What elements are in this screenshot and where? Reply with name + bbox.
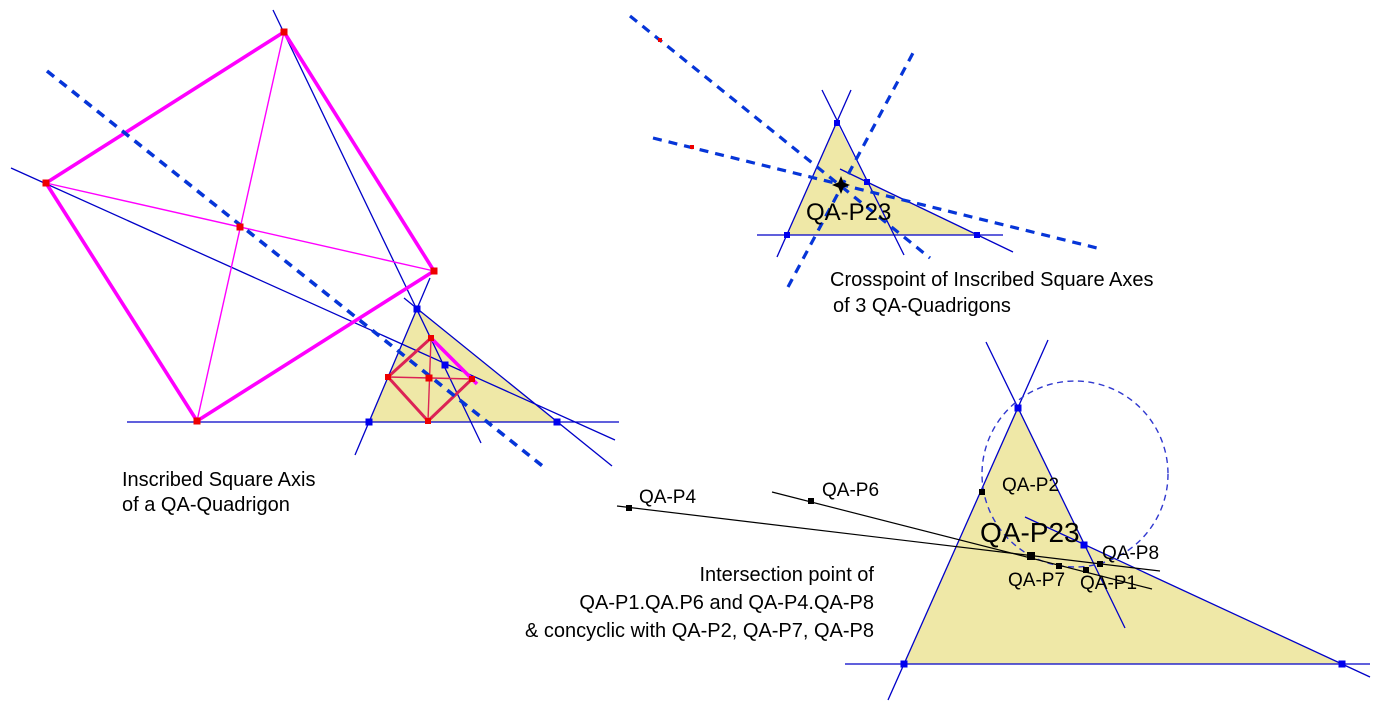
fig3-triangle-steep-side [985, 341, 1126, 629]
fig3-qa-p7-label: QA-P7 [1008, 570, 1065, 591]
fig3-caption-line1: Intersection point of [699, 564, 874, 586]
fig2-vertex-point [864, 179, 870, 185]
fig2-side-line [776, 89, 852, 258]
fig1-inscribed-square-side [426, 377, 474, 423]
fig1-inscribed-square-side [386, 375, 430, 423]
fig2-small-red-point [690, 145, 694, 149]
fig2-qa-p23-label: QA-P23 [806, 199, 891, 226]
fig3-caption-line2: QA-P1.QA.P6 and QA-P4.QA-P8 [579, 592, 874, 614]
fig3-line-qa-p4-qa-p8 [616, 505, 1161, 572]
fig3-caption-line3: & concyclic with QA-P2, QA-P7, QA-P8 [525, 620, 874, 642]
fig2-yellow-quadrigon [787, 123, 977, 235]
fig1-yellow-triangle [369, 309, 557, 422]
fig1-square-vertex-point [469, 376, 475, 382]
fig2-qa-p23-star-point [832, 176, 850, 194]
fig2-vertex-point [974, 232, 980, 238]
fig2-inscribed-square-axis-dashed [628, 14, 932, 260]
fig2-caption-line2: of 3 QA-Quadrigons [833, 295, 1011, 317]
fig3-qa-p2-point [979, 489, 985, 495]
fig3-bend-point [1080, 541, 1088, 549]
fig1-quadrigon-side [282, 31, 436, 272]
fig1-line-through-left-vertex [10, 167, 616, 441]
fig1-triangle-apex-point [413, 305, 421, 313]
fig2-vertex-point [834, 120, 840, 126]
fig2-small-red-point [658, 38, 662, 42]
fig1-quadrigon-vertex-point [280, 28, 288, 36]
fig2-inscribed-square-axis-dashed [786, 52, 915, 288]
fig1-caption-line1: Inscribed Square Axis [122, 469, 315, 491]
fig3-apex-point [1014, 404, 1022, 412]
fig1-line-intersection-point [441, 361, 449, 369]
fig3-qa-p1-label: QA-P1 [1080, 573, 1137, 594]
fig3-qa-p4-point [626, 505, 632, 511]
fig1-line-through-top-vertex [272, 9, 482, 444]
fig3-corner-point [1338, 660, 1346, 668]
fig3-qa-p8-point [1097, 561, 1103, 567]
fig1-square-center-point [425, 374, 433, 382]
fig3-intersection-concyclic: QA-P4 QA-P6 QA-P2 QA-P8 QA-P7 QA-P1 QA-P… [525, 339, 1371, 701]
fig3-qa-p6-label: QA-P6 [822, 480, 879, 501]
fig1-caption-line2: of a QA-Quadrigon [122, 494, 290, 516]
fig1-quadrigon-vertex-point [42, 179, 50, 187]
fig2-caption-line1: Crosspoint of Inscribed Square Axes [830, 269, 1154, 291]
fig2-vertex-point [784, 232, 790, 238]
fig1-quadrigon-side [196, 269, 435, 423]
fig1-inscribed-square-side [386, 336, 433, 379]
fig3-corner-point [900, 660, 908, 668]
fig1-quadrigon-side [45, 30, 285, 185]
fig1-inscribed-square-axis: Inscribed Square Axis of a QA-Quadrigon [10, 9, 619, 516]
fig2-crosspoint-of-axes: QA-P23 Crosspoint of Inscribed Square Ax… [628, 14, 1154, 317]
fig1-triangle-right-side [403, 297, 613, 467]
fig1-quadrigon-side [44, 182, 199, 422]
fig3-qa-p6-point [808, 498, 814, 504]
fig3-triangle-left-side [887, 339, 1049, 701]
fig3-concyclic-circle-dashed [981, 380, 1169, 568]
fig1-square-vertex-point [428, 335, 434, 341]
fig1-square-vertex-point [385, 374, 391, 380]
fig3-qa-p7-point [1056, 563, 1062, 569]
fig3-qa-p1-point [1083, 567, 1089, 573]
fig2-side-line [821, 89, 905, 256]
fig3-qa-p4-label: QA-P4 [639, 487, 696, 508]
fig1-triangle-corner-point [365, 418, 373, 426]
fig3-qa-p23-label: QA-P23 [980, 517, 1080, 548]
fig1-quadrigon-vertex-point [430, 267, 438, 275]
fig3-qa-p23-point [1027, 552, 1035, 560]
fig1-inscribed-square-axis-dashed [45, 69, 547, 470]
fig1-square-vertex-point [425, 418, 431, 424]
fig2-inscribed-square-axis-dashed [652, 136, 1098, 250]
fig3-qa-p2-label: QA-P2 [1002, 475, 1059, 496]
fig3-qa-p8-label: QA-P8 [1102, 543, 1159, 564]
fig1-triangle-corner-point [553, 418, 561, 426]
fig1-quadrigon-center-point [236, 223, 244, 231]
fig1-quadrigon-vertex-point [193, 417, 201, 425]
fig3-yellow-triangle [904, 408, 1342, 664]
